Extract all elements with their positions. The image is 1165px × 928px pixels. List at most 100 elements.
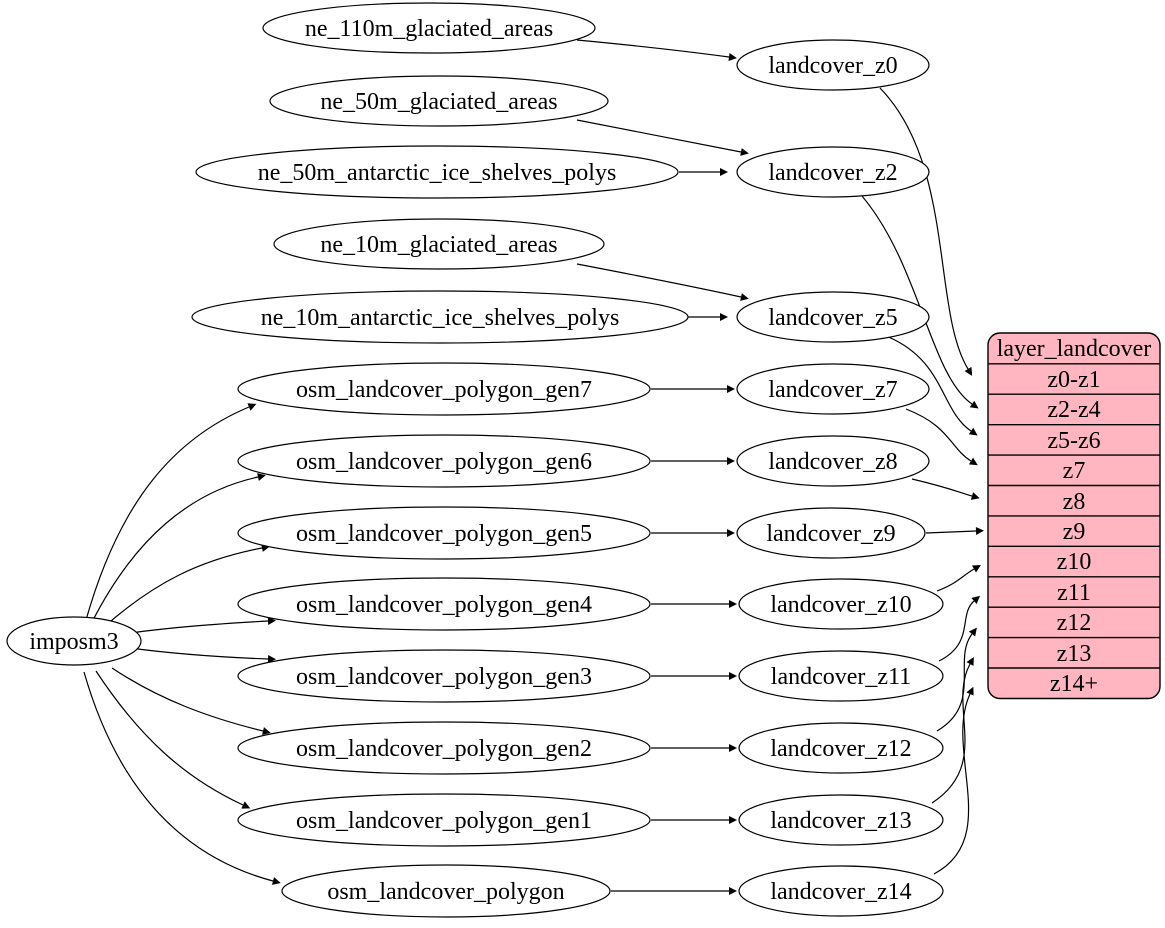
edges-group (83, 39, 984, 895)
node-osm-landcover-polygon-gen6-shape (237, 434, 651, 488)
table-row-z10: z10 (1057, 549, 1092, 575)
node-osm-landcover-polygon-gen6: osm_landcover_polygon_gen6 (237, 434, 651, 488)
node-ne-50m-glaciated-areas-shape (269, 75, 609, 127)
node-ne-50m-glaciated-areas-label: ne_50m_glaciated_areas (320, 89, 557, 115)
node-osm-landcover-polygon-gen7-label: osm_landcover_polygon_gen7 (296, 377, 592, 403)
node-ne-110m-glaciated-areas: ne_110m_glaciated_areas (262, 2, 596, 54)
table-title: layer_landcover (997, 336, 1152, 362)
node-landcover-z8: landcover_z8 (736, 435, 930, 487)
node-osm-landcover-polygon-gen4-shape (237, 577, 651, 631)
table-row-z9: z9 (1063, 519, 1086, 545)
node-osm-landcover-polygon-gen1: osm_landcover_polygon_gen1 (237, 793, 651, 847)
node-landcover-z12-label: landcover_z12 (770, 736, 911, 762)
node-landcover-z2-shape (736, 146, 930, 198)
table-row-z7: z7 (1063, 458, 1086, 484)
table-row-z5-z6: z5-z6 (1047, 428, 1100, 454)
node-osm-landcover-polygon: osm_landcover_polygon (281, 864, 611, 918)
edge-imposm3-gen2 (111, 667, 271, 735)
node-ne-10m-antarctic-ice-shelves-polys-shape (191, 290, 689, 344)
node-ne-110m-glaciated-areas-shape (262, 2, 596, 54)
node-landcover-z0: landcover_z0 (736, 39, 930, 91)
edge-ne110m-z0 (576, 39, 737, 61)
node-landcover-z11-label: landcover_z11 (771, 664, 911, 690)
node-landcover-z9-label: landcover_z9 (766, 521, 895, 547)
node-osm-landcover-polygon-gen3-label: osm_landcover_polygon_gen3 (296, 664, 592, 690)
edge-z12-row-z12 (936, 627, 977, 732)
node-landcover-z8-shape (736, 435, 930, 487)
node-landcover-z12: landcover_z12 (738, 722, 944, 774)
node-ne-10m-glaciated-areas: ne_10m_glaciated_areas (273, 218, 605, 270)
node-osm-landcover-polygon-gen2-label: osm_landcover_polygon_gen2 (296, 736, 592, 762)
node-landcover-z7-label: landcover_z7 (768, 377, 897, 403)
node-ne-10m-glaciated-areas-label: ne_10m_glaciated_areas (320, 232, 557, 258)
node-osm-landcover-polygon-gen5-shape (237, 506, 651, 560)
node-landcover-z10-shape (738, 578, 944, 630)
node-osm-landcover-polygon-gen3: osm_landcover_polygon_gen3 (237, 649, 651, 703)
node-landcover-z2: landcover_z2 (736, 146, 930, 198)
node-landcover-z7: landcover_z7 (736, 363, 930, 415)
edge-imposm3-gen3 (129, 647, 276, 663)
node-landcover-z14-shape (738, 865, 944, 917)
node-osm-landcover-polygon-gen4: osm_landcover_polygon_gen4 (237, 577, 651, 631)
node-osm-landcover-polygon-gen2-shape (237, 721, 651, 775)
node-imposm3: imposm3 (6, 616, 142, 666)
node-osm-landcover-polygon-gen2: osm_landcover_polygon_gen2 (237, 721, 651, 775)
edge-z0-row-z0-z1 (879, 87, 973, 376)
table-row-z8: z8 (1063, 489, 1086, 515)
node-landcover-z10-label: landcover_z10 (770, 592, 911, 618)
node-landcover-z7-shape (736, 363, 930, 415)
node-osm-landcover-polygon-gen7-shape (237, 362, 651, 416)
node-landcover-z2-label: landcover_z2 (768, 160, 897, 186)
nodes-group: imposm3 ne_110m_glaciated_areas ne_50m_g… (6, 2, 944, 918)
table-row-z13: z13 (1057, 641, 1092, 667)
edge-z14-row-z14plus (933, 686, 974, 875)
node-landcover-z14-label: landcover_z14 (770, 879, 911, 905)
edge-imposm3-gen5 (103, 544, 270, 628)
node-ne-50m-antarctic-ice-shelves-polys: ne_50m_antarctic_ice_shelves_polys (195, 145, 679, 199)
edge-z5-row-z5-z6 (885, 335, 978, 436)
table-row-z14plus: z14+ (1050, 671, 1098, 697)
node-osm-landcover-polygon-gen7: osm_landcover_polygon_gen7 (237, 362, 651, 416)
edge-imposm3-gen6 (91, 473, 266, 623)
edge-imposm3-osm-landcover-polygon (83, 671, 281, 885)
node-ne-50m-antarctic-ice-shelves-polys-label: ne_50m_antarctic_ice_shelves_polys (258, 160, 617, 186)
node-ne-10m-antarctic-ice-shelves-polys: ne_10m_antarctic_ice_shelves_polys (191, 290, 689, 344)
node-landcover-z11: landcover_z11 (738, 650, 944, 702)
node-osm-landcover-polygon-gen4-label: osm_landcover_polygon_gen4 (296, 592, 592, 618)
node-landcover-z10: landcover_z10 (738, 578, 944, 630)
node-landcover-z12-shape (738, 722, 944, 774)
node-ne-50m-antarctic-ice-shelves-polys-shape (195, 145, 679, 199)
node-osm-landcover-polygon-gen1-shape (237, 793, 651, 847)
table-layer-landcover: layer_landcover z0-z1 z2-z4 z5-z6 z7 z8 … (987, 332, 1161, 700)
edge-z7-row-z7 (905, 408, 978, 466)
node-landcover-z8-label: landcover_z8 (768, 449, 897, 475)
node-landcover-z9: landcover_z9 (736, 507, 926, 559)
node-imposm3-label: imposm3 (29, 629, 118, 655)
edge-imposm3-gen1 (95, 670, 251, 809)
node-ne-110m-glaciated-areas-label: ne_110m_glaciated_areas (305, 16, 553, 42)
node-ne-10m-antarctic-ice-shelves-polys-label: ne_10m_antarctic_ice_shelves_polys (261, 305, 620, 331)
node-ne-10m-glaciated-areas-shape (273, 218, 605, 270)
node-osm-landcover-polygon-gen5-label: osm_landcover_polygon_gen5 (296, 521, 592, 547)
node-ne-50m-glaciated-areas: ne_50m_glaciated_areas (269, 75, 609, 127)
node-osm-landcover-polygon-gen6-label: osm_landcover_polygon_gen6 (296, 449, 592, 475)
node-landcover-z14: landcover_z14 (738, 865, 944, 917)
edge-ne10m-glaciated-z5 (576, 263, 749, 301)
node-landcover-z5: landcover_z5 (736, 291, 930, 343)
edge-ne50m-glaciated-z2 (576, 119, 749, 156)
node-landcover-z0-label: landcover_z0 (768, 53, 897, 79)
table-row-z0-z1: z0-z1 (1047, 367, 1100, 393)
node-landcover-z13: landcover_z13 (738, 794, 944, 846)
node-landcover-z13-shape (738, 794, 944, 846)
edge-z10-row-z10 (936, 564, 981, 592)
edge-imposm3-gen7 (85, 403, 257, 621)
node-osm-landcover-polygon-label: osm_landcover_polygon (327, 879, 564, 905)
table-row-z2-z4: z2-z4 (1047, 397, 1100, 423)
node-osm-landcover-polygon-gen5: osm_landcover_polygon_gen5 (237, 506, 651, 560)
node-osm-landcover-polygon-gen1-label: osm_landcover_polygon_gen1 (296, 808, 592, 834)
edge-z9-row-z9 (925, 527, 984, 535)
edge-imposm3-gen4 (129, 617, 276, 634)
node-landcover-z13-label: landcover_z13 (770, 808, 911, 834)
node-osm-landcover-polygon-gen3-shape (237, 649, 651, 703)
